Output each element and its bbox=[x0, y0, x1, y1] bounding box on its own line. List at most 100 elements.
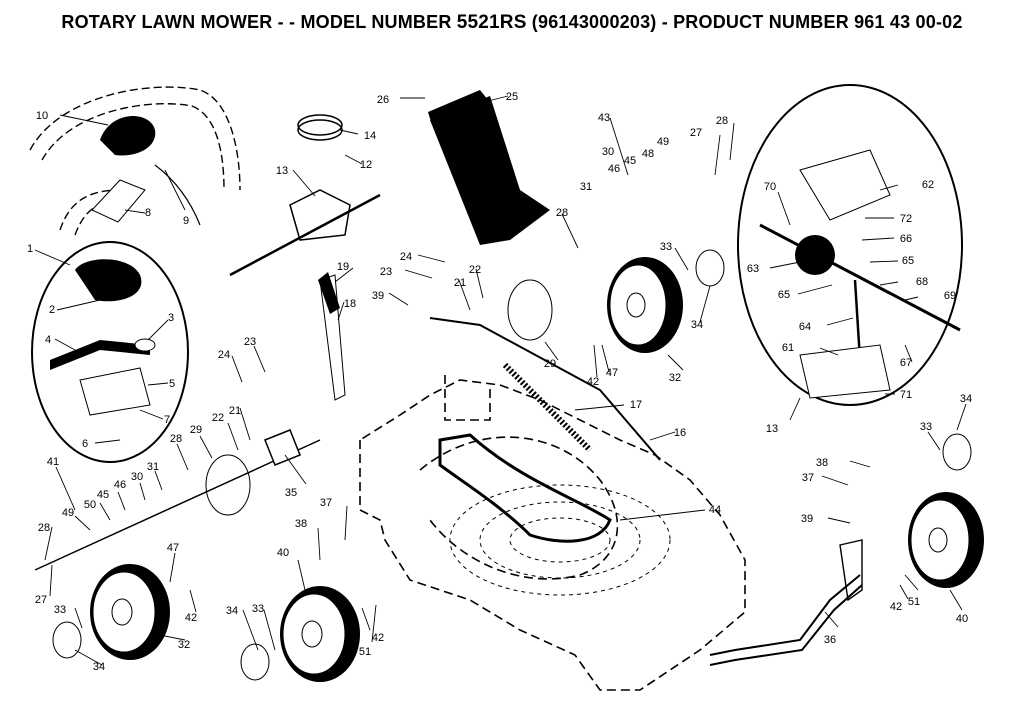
adjust-lever bbox=[319, 274, 346, 401]
callout-17-1: 17 bbox=[630, 399, 642, 411]
title-prefix: ROTARY LAWN MOWER - - MODEL NUMBER bbox=[61, 12, 457, 32]
callout-37-1: 37 bbox=[320, 497, 332, 509]
callout-38-2: 38 bbox=[816, 457, 828, 469]
handle-cable bbox=[154, 164, 201, 226]
callout-50-1: 50 bbox=[84, 499, 96, 511]
callout-35-1: 35 bbox=[285, 487, 297, 499]
callout-43-1: 43 bbox=[598, 112, 610, 124]
callout-9-1: 9 bbox=[183, 215, 189, 227]
callout-62-1: 62 bbox=[922, 179, 934, 191]
callout-71-1: 71 bbox=[900, 389, 912, 401]
callout-19-1: 19 bbox=[337, 261, 349, 273]
callout-34-3: 34 bbox=[226, 605, 238, 617]
height-adjust-axle bbox=[709, 539, 863, 666]
mower-deck bbox=[359, 375, 746, 691]
diagram-title: ROTARY LAWN MOWER - - MODEL NUMBER 5521R… bbox=[0, 12, 1024, 34]
callout-45-1: 45 bbox=[624, 155, 636, 167]
lever-grip bbox=[318, 272, 340, 314]
callout-68-1: 68 bbox=[916, 276, 928, 288]
callout-33-1: 33 bbox=[660, 241, 672, 253]
callout-70-1: 70 bbox=[764, 181, 776, 193]
callout-46-2: 46 bbox=[114, 479, 126, 491]
callout-3-1: 3 bbox=[168, 312, 174, 324]
callout-47-2: 47 bbox=[167, 542, 179, 554]
callout-40-1: 40 bbox=[277, 547, 289, 559]
callout-31-1: 31 bbox=[580, 181, 592, 193]
handle-grip-cover bbox=[100, 116, 156, 156]
callout-12-1: 12 bbox=[360, 159, 372, 171]
callout-42-1: 42 bbox=[587, 376, 599, 388]
callout-39-2: 39 bbox=[801, 513, 813, 525]
callout-33-3: 33 bbox=[252, 603, 264, 615]
callout-49-2: 49 bbox=[62, 507, 74, 519]
hubcaps bbox=[52, 249, 972, 681]
callout-24-2: 24 bbox=[218, 349, 230, 361]
callout-28-3: 28 bbox=[170, 433, 182, 445]
callout-49-1: 49 bbox=[657, 136, 669, 148]
callout-24-1: 24 bbox=[400, 251, 412, 263]
callout-30-2: 30 bbox=[131, 471, 143, 483]
handle-bars bbox=[29, 86, 241, 236]
callout-22-1: 22 bbox=[469, 264, 481, 276]
callout-14-1: 14 bbox=[364, 130, 376, 142]
rear-axle-left bbox=[34, 429, 321, 571]
callout-18-1: 18 bbox=[344, 298, 356, 310]
wheel-rear-center bbox=[280, 586, 360, 682]
handle-bracket bbox=[91, 179, 146, 223]
leader-lines bbox=[34, 95, 967, 666]
callout-10-1: 10 bbox=[36, 110, 48, 122]
callout-65-1: 65 bbox=[902, 255, 914, 267]
callout-4-1: 4 bbox=[45, 334, 51, 346]
callout-42-2: 42 bbox=[185, 612, 197, 624]
callout-21-2: 21 bbox=[229, 405, 241, 417]
callout-41-1: 41 bbox=[47, 456, 59, 468]
callout-13-1: 13 bbox=[276, 165, 288, 177]
callout-63-1: 63 bbox=[747, 263, 759, 275]
callout-64-1: 64 bbox=[799, 321, 811, 333]
callout-40-2: 40 bbox=[956, 613, 968, 625]
title-suffix: (96143000203) - PRODUCT NUMBER 961 43 00… bbox=[526, 12, 963, 32]
callout-51-2: 51 bbox=[359, 646, 371, 658]
callout-42-4: 42 bbox=[890, 601, 902, 613]
callout-34-4: 34 bbox=[960, 393, 972, 405]
height-rod bbox=[429, 317, 661, 461]
callout-51-1: 51 bbox=[908, 596, 920, 608]
callout-42-3: 42 bbox=[372, 632, 384, 644]
grass-bag bbox=[428, 90, 550, 245]
callout-33-2: 33 bbox=[54, 604, 66, 616]
callout-27-2: 27 bbox=[35, 594, 47, 606]
wheel-front-right-bottom bbox=[908, 492, 984, 588]
callout-67-1: 67 bbox=[900, 357, 912, 369]
callout-34-2: 34 bbox=[93, 661, 105, 673]
callout-27-1: 27 bbox=[690, 127, 702, 139]
callout-21-1: 21 bbox=[454, 277, 466, 289]
callout-39-1: 39 bbox=[372, 290, 384, 302]
callout-31-2: 31 bbox=[147, 461, 159, 473]
callout-47-1: 47 bbox=[606, 367, 618, 379]
callout-32-2: 32 bbox=[178, 639, 190, 651]
callout-69-1: 69 bbox=[944, 290, 956, 302]
callout-38-1: 38 bbox=[295, 518, 307, 530]
callout-45-2: 45 bbox=[97, 489, 109, 501]
drive-wheel-discs bbox=[205, 279, 553, 516]
callout-22-2: 22 bbox=[212, 412, 224, 424]
callout-66-1: 66 bbox=[900, 233, 912, 245]
callout-36-1: 36 bbox=[824, 634, 836, 646]
inset-handle-parts bbox=[31, 241, 189, 463]
callout-2-1: 2 bbox=[49, 304, 55, 316]
spring bbox=[502, 362, 593, 453]
callout-5-1: 5 bbox=[169, 378, 175, 390]
callout-48-1: 48 bbox=[642, 148, 654, 160]
callout-28-1: 28 bbox=[716, 115, 728, 127]
cutting-blade bbox=[438, 433, 612, 543]
callout-65-2: 65 bbox=[778, 289, 790, 301]
callout-29-1: 29 bbox=[544, 358, 556, 370]
callout-16-1: 16 bbox=[674, 427, 686, 439]
callout-29-2: 29 bbox=[190, 424, 202, 436]
callout-26-1: 26 bbox=[377, 94, 389, 106]
title-model-number: 5521RS bbox=[456, 12, 527, 33]
callout-1-1: 1 bbox=[27, 243, 33, 255]
callout-8-1: 8 bbox=[145, 207, 151, 219]
